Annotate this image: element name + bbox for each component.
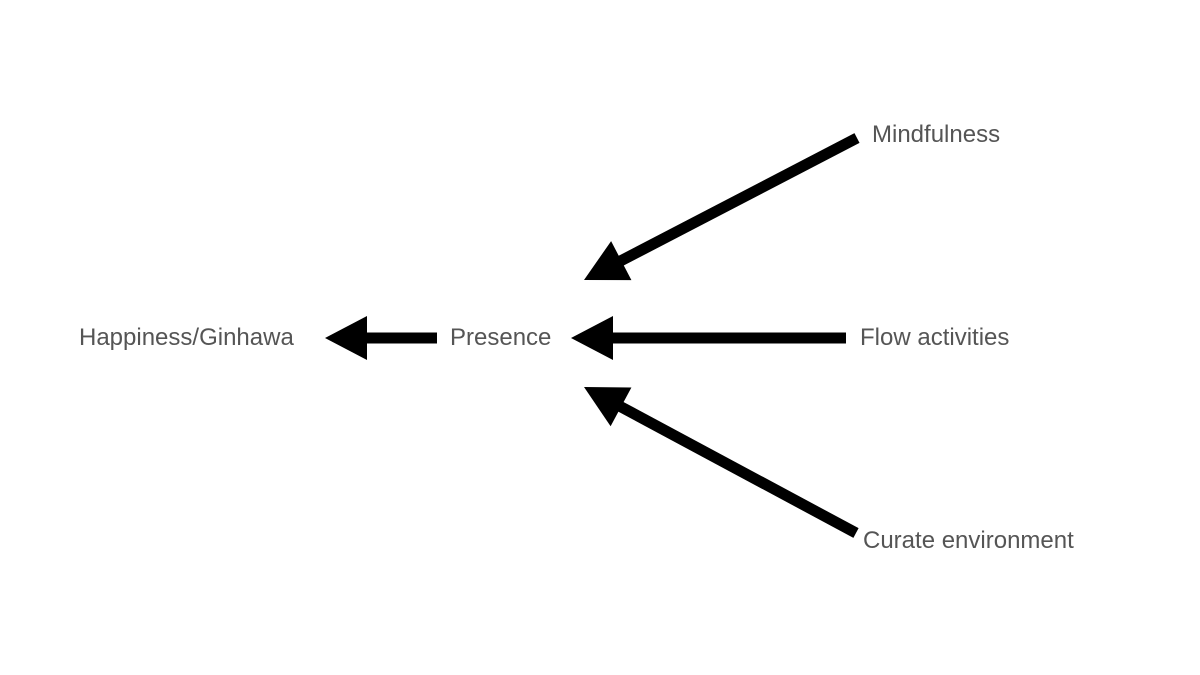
node-happiness: Happiness/Ginhawa: [79, 324, 294, 351]
arrow-head: [584, 387, 632, 427]
arrow-head: [584, 241, 632, 281]
arrow-shaft: [616, 133, 860, 267]
node-curate-environment: Curate environment: [863, 527, 1074, 554]
arrow-presence-to-happiness: [325, 316, 437, 360]
arrow-shaft: [616, 401, 859, 538]
arrow-head: [325, 316, 367, 360]
node-presence: Presence: [450, 324, 552, 351]
arrow-curate-to-presence: [584, 387, 859, 538]
arrow-mindfulness-to-presence: [584, 133, 860, 281]
arrow-head: [571, 316, 613, 360]
node-mindfulness: Mindfulness: [872, 121, 1001, 148]
node-flow-activities: Flow activities: [860, 324, 1010, 351]
arrow-flow-to-presence: [571, 316, 846, 360]
